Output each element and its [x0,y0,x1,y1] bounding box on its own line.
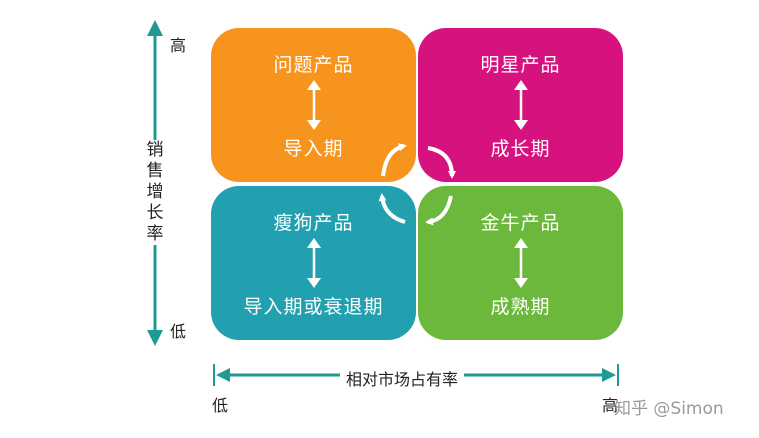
x-axis-title: 相对市场占有率 [340,366,465,390]
quadrant-cashcow-product: 金牛产品 成熟期 [418,186,623,340]
y-axis-high-label: 高 [170,36,187,55]
quadrant-title: 瘦狗产品 [273,212,354,234]
quadrant-question-product: 问题产品 导入期 [211,28,416,182]
double-arrow-icon [306,80,321,130]
quadrant-stage: 导入期或衰退期 [243,296,384,318]
quadrant-stage: 成熟期 [490,296,551,318]
quadrant-title: 问题产品 [273,54,354,76]
quadrant-dog-product: 瘦狗产品 导入期或衰退期 [211,186,416,340]
y-axis-low-label: 低 [170,322,187,341]
double-arrow-icon [306,238,321,288]
quadrant-stage: 成长期 [490,138,551,160]
y-axis-title: 销售增长率 [143,140,167,245]
watermark: 知乎 @Simon [614,399,724,419]
quadrant-title: 金牛产品 [480,212,561,234]
quadrant-title: 明星产品 [480,54,561,76]
quadrant-stage: 导入期 [283,138,344,160]
double-arrow-icon [513,238,528,288]
double-arrow-icon [513,80,528,130]
x-axis-high-label: 高 [602,396,619,415]
quadrant-star-product: 明星产品 成长期 [418,28,623,182]
x-axis-low-label: 低 [212,396,229,415]
